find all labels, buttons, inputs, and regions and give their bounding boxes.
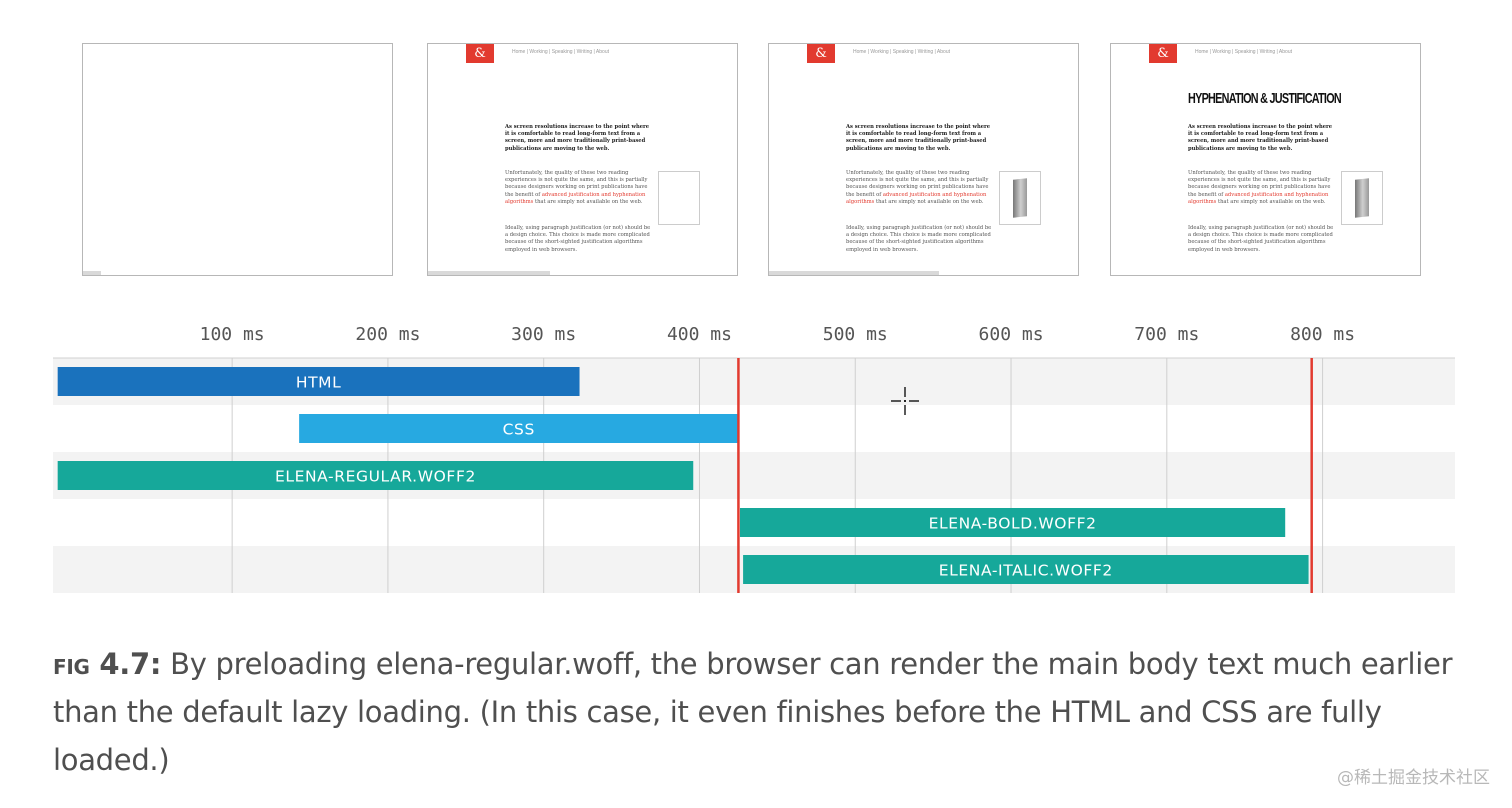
frame-headline: HYPHENATION & JUSTIFICATION bbox=[1188, 90, 1342, 107]
ampersand-logo: & bbox=[466, 44, 494, 63]
frame-lead-paragraph: As screen resolutions increase to the po… bbox=[1188, 124, 1333, 152]
frame-body-paragraph: Unfortunately, the quality of these two … bbox=[1188, 170, 1331, 205]
ampersand-logo: & bbox=[1149, 44, 1177, 63]
ampersand-logo: & bbox=[807, 44, 835, 63]
frame-scroll-indicator bbox=[428, 271, 550, 275]
bar-label: ELENA-REGULAR.WOFF2 bbox=[275, 468, 476, 486]
filmstrip-frame-text: & Home | Working | Speaking | Writing | … bbox=[427, 43, 738, 276]
frame-scroll-indicator bbox=[769, 271, 939, 275]
frame-body-paragraph-2: Ideally, using paragraph justification (… bbox=[505, 225, 651, 253]
frame-nav: Home | Working | Speaking | Writing | Ab… bbox=[1195, 49, 1292, 55]
frame-lead-paragraph: As screen resolutions increase to the po… bbox=[505, 124, 650, 152]
book-icon bbox=[1355, 178, 1369, 218]
frame-body-paragraph-2: Ideally, using paragraph justification (… bbox=[846, 225, 992, 253]
bar-css bbox=[299, 414, 739, 443]
figure-label: fig 4.7: bbox=[53, 647, 162, 681]
x-tick-label: 100 ms bbox=[200, 324, 265, 345]
frame-nav: Home | Working | Speaking | Writing | Ab… bbox=[512, 49, 609, 55]
x-tick-label: 800 ms bbox=[1290, 324, 1355, 345]
frame-body-paragraph: Unfortunately, the quality of these two … bbox=[505, 170, 648, 205]
image-placeholder bbox=[658, 171, 700, 225]
frame-body-paragraph-2: Ideally, using paragraph justification (… bbox=[1188, 225, 1334, 253]
crosshair-cursor-icon bbox=[891, 387, 919, 415]
filmstrip-frame-image: & Home | Working | Speaking | Writing | … bbox=[768, 43, 1079, 276]
filmstrip: & Home | Working | Speaking | Writing | … bbox=[0, 0, 1512, 290]
x-tick-label: 700 ms bbox=[1134, 324, 1199, 345]
watermark: @稀土掘金技术社区 bbox=[1337, 768, 1490, 788]
caption-text: By preloading elena-regular.woff, the br… bbox=[53, 647, 1453, 777]
waterfall-chart: 100 ms 200 ms 300 ms 400 ms 500 ms 600 ms 700 … bbox=[53, 324, 1455, 593]
frame-nav: Home | Working | Speaking | Writing | Ab… bbox=[853, 49, 950, 55]
frame-lead-paragraph: As screen resolutions increase to the po… bbox=[846, 124, 991, 152]
book-image bbox=[999, 171, 1041, 225]
bar-label: CSS bbox=[503, 421, 535, 439]
bar-elena-regular-woff2 bbox=[57, 461, 694, 490]
bar-elena-bold-woff2 bbox=[739, 508, 1286, 537]
filmstrip-frame-complete: & Home | Working | Speaking | Writing | … bbox=[1110, 43, 1421, 276]
x-tick-label: 600 ms bbox=[979, 324, 1044, 345]
frame-body-paragraph: Unfortunately, the quality of these two … bbox=[846, 170, 989, 205]
bar-html bbox=[57, 367, 580, 396]
row-band bbox=[53, 405, 1455, 452]
x-tick-label: 200 ms bbox=[355, 324, 420, 345]
bar-label: ELENA-BOLD.WOFF2 bbox=[929, 515, 1097, 533]
filmstrip-frame-blank bbox=[82, 43, 393, 276]
x-tick-label: 400 ms bbox=[667, 324, 732, 345]
x-tick-label: 300 ms bbox=[511, 324, 576, 345]
book-icon bbox=[1013, 178, 1027, 218]
bar-elena-italic-woff2 bbox=[743, 555, 1309, 584]
figure-caption: fig 4.7: By preloading elena-regular.wof… bbox=[53, 640, 1473, 784]
bar-label: HTML bbox=[296, 374, 342, 392]
book-image bbox=[1341, 171, 1383, 225]
frame-scroll-indicator bbox=[83, 271, 101, 275]
x-tick-label: 500 ms bbox=[823, 324, 888, 345]
bar-label: ELENA-ITALIC.WOFF2 bbox=[939, 562, 1113, 580]
